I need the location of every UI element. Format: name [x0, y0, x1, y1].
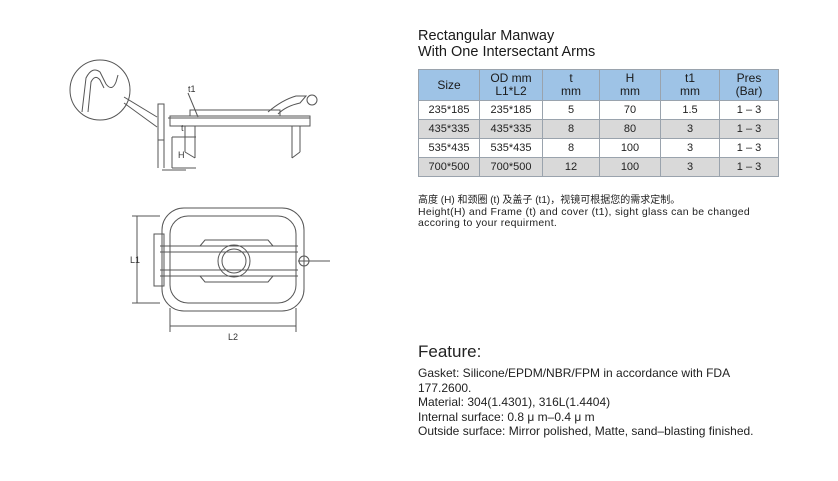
- table-row: 235*185 235*185 5 70 1.5 1 – 3: [418, 100, 779, 120]
- cell: 435*335: [418, 119, 480, 139]
- header-size: Size: [418, 69, 480, 101]
- cell: 1 – 3: [719, 138, 779, 158]
- cell: 100: [599, 157, 661, 177]
- cell: 3: [660, 138, 720, 158]
- label-h: H: [178, 150, 185, 160]
- front-view-frame: [161, 207, 305, 312]
- cell: 1 – 3: [719, 100, 779, 120]
- cell: 235*185: [418, 100, 480, 120]
- cell: 1.5: [660, 100, 720, 120]
- cell: 535*435: [418, 138, 480, 158]
- label-t1: t1: [188, 84, 196, 94]
- feature-internal-surface: Internal surface: 0.8 μ m–0.4 μ m: [418, 409, 595, 424]
- note-english: Height(H) and Frame (t) and cover (t1), …: [418, 206, 751, 229]
- label-t: t: [181, 123, 184, 133]
- note-chinese: 高度 (H) 和颈圈 (t) 及盖子 (t1)，视镜可根据您的需求定制。: [418, 195, 681, 206]
- label-l1: L1: [130, 255, 140, 265]
- cell: 8: [542, 119, 600, 139]
- detail-circle: [69, 59, 131, 121]
- cell: 1 – 3: [719, 157, 779, 177]
- cell: 235*185: [479, 100, 543, 120]
- feature-heading: Feature:: [418, 342, 482, 361]
- feature-list: Gasket: Silicone/EPDM/NBR/FPM in accorda…: [418, 366, 778, 439]
- cell: 3: [660, 119, 720, 139]
- technical-drawing: t1 t H L1 L2: [69, 59, 330, 342]
- table-row: 700*500 700*500 12 100 3 1 – 3: [418, 157, 779, 177]
- spec-title: Rectangular Manway With One Intersectant…: [418, 28, 595, 60]
- cell: 5: [542, 100, 600, 120]
- cell: 70: [599, 100, 661, 120]
- cell: 100: [599, 138, 661, 158]
- cell: 1 – 3: [719, 119, 779, 139]
- cell: 535*435: [479, 138, 543, 158]
- title-line1: Rectangular Manway: [418, 28, 555, 44]
- cell: 80: [599, 119, 661, 139]
- feature-gasket: Gasket: Silicone/EPDM/NBR/FPM in accorda…: [418, 366, 730, 395]
- table-row: 435*335 435*335 8 80 3 1 – 3: [418, 119, 779, 139]
- header-pres: Pres(Bar): [719, 69, 779, 101]
- table-row: 535*435 535*435 8 100 3 1 – 3: [418, 138, 779, 158]
- cell: 12: [542, 157, 600, 177]
- title-line2: With One Intersectant Arms: [418, 44, 596, 60]
- cell: 435*335: [479, 119, 543, 139]
- sight-glass: [217, 244, 251, 278]
- feature-outside-surface: Outside surface: Mirror polished, Matte,…: [418, 424, 754, 438]
- cell: 8: [542, 138, 600, 158]
- cell: 700*500: [418, 157, 480, 177]
- cell: 3: [660, 157, 720, 177]
- label-l2: L2: [228, 332, 238, 342]
- feature-material: Material: 304(1.4301), 316L(1.4404): [418, 395, 611, 409]
- cell: 700*500: [479, 157, 543, 177]
